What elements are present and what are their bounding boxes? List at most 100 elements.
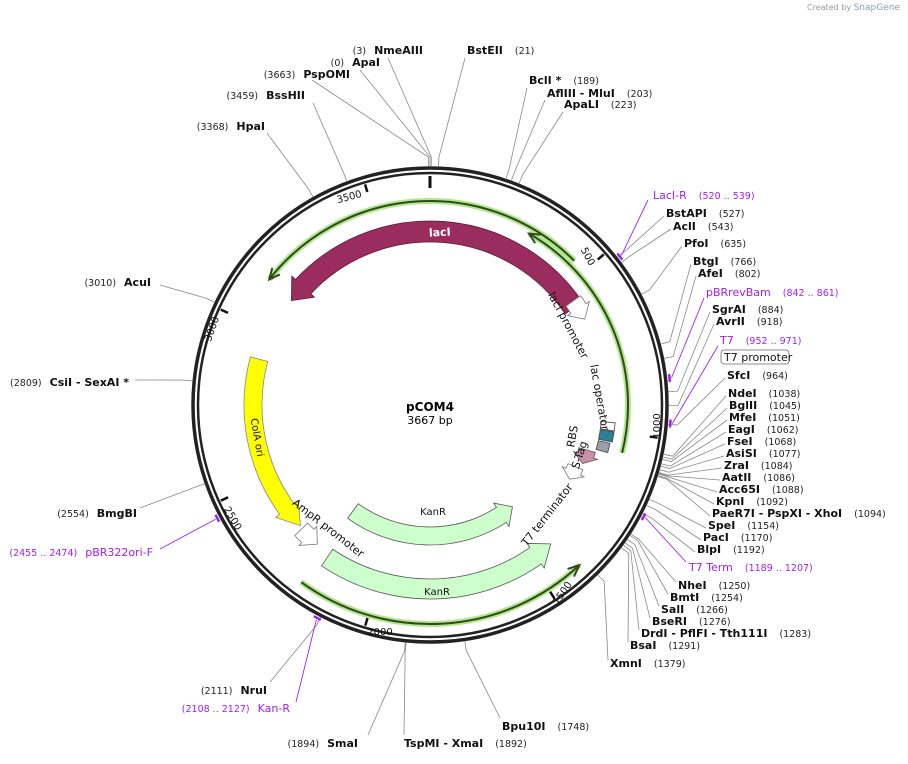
enzyme-label[interactable]: BmtI(1254)	[670, 591, 743, 604]
enzyme-label[interactable]: BglII(1045)	[729, 399, 801, 412]
primer[interactable]: T7 Term(1189 .. 1207)	[640, 512, 813, 574]
enzyme-label[interactable]: AclI(543)	[673, 220, 733, 233]
primer[interactable]: (2108 .. 2127)Kan-R	[182, 615, 322, 715]
enzyme-site[interactable]: PaeR7I - PspXI - XhoI(1094)	[712, 507, 886, 520]
enzyme-label[interactable]: FseI(1068)	[727, 435, 796, 448]
laci-promoter-arrow[interactable]	[565, 295, 590, 320]
t7-terminator-arrow[interactable]	[561, 463, 586, 480]
enzyme-site[interactable]: ZraI(1084)	[724, 459, 793, 472]
enzyme-site[interactable]: (3010)AcuI	[84, 276, 151, 289]
enzyme-label[interactable]: SalI(1266)	[661, 603, 728, 616]
orf-right[interactable]	[527, 230, 631, 454]
enzyme-label[interactable]: SgrAI(884)	[712, 303, 783, 316]
enzyme-site[interactable]: (3663)PspOMI	[264, 68, 350, 81]
enzyme-site[interactable]: BsaI(1291)	[630, 639, 700, 652]
enzyme-site[interactable]: AvrII(918)	[716, 315, 782, 328]
enzyme-label[interactable]: (3663)PspOMI	[264, 68, 350, 81]
enzyme-site[interactable]: (2111)NruI	[201, 684, 267, 697]
enzyme-label[interactable]: (3010)AcuI	[84, 276, 151, 289]
enzyme-site[interactable]: AfeI(802)	[698, 267, 760, 280]
enzyme-site[interactable]: AatII(1086)	[722, 471, 795, 484]
enzyme-site[interactable]: EagI(1062)	[728, 423, 799, 436]
primer[interactable]: pBRrevBam(842 .. 861)	[667, 286, 839, 383]
primer[interactable]: T7(952 .. 971)	[668, 334, 802, 428]
enzyme-label[interactable]: AvrII(918)	[716, 315, 782, 328]
enzyme-site[interactable]: BglII(1045)	[729, 399, 801, 412]
enzyme-site[interactable]: (3368)HpaI	[197, 120, 265, 133]
enzyme-label[interactable]: PaeR7I - PspXI - XhoI(1094)	[712, 507, 886, 520]
enzyme-site[interactable]: NheI(1250)	[678, 579, 750, 592]
enzyme-label[interactable]: BlpI(1192)	[697, 543, 765, 556]
enzyme-site[interactable]: (2809)CsiI - SexAI *	[10, 376, 129, 389]
primer-label[interactable]: (2108 .. 2127)Kan-R	[182, 702, 291, 715]
enzyme-site[interactable]: (0)ApaI	[331, 56, 380, 69]
boxed-feature-label[interactable]: T7 promoter	[720, 349, 793, 365]
rbs-box[interactable]	[595, 440, 611, 454]
orf-top[interactable]	[266, 198, 577, 282]
primer-label[interactable]: T7 Term(1189 .. 1207)	[688, 561, 813, 574]
enzyme-label[interactable]: ZraI(1084)	[724, 459, 793, 472]
enzyme-site[interactable]: PacI(1170)	[703, 531, 772, 544]
enzyme-site[interactable]: AclI(543)	[673, 220, 733, 233]
enzyme-label[interactable]: (2554)BmgBI	[57, 507, 137, 520]
enzyme-site[interactable]: (1894)SmaI	[288, 737, 359, 750]
enzyme-label[interactable]: AfeI(802)	[698, 267, 760, 280]
enzyme-label[interactable]: (2111)NruI	[201, 684, 267, 697]
s-tag-arrow[interactable]	[572, 447, 599, 465]
enzyme-label[interactable]: AatII(1086)	[722, 471, 795, 484]
enzyme-label[interactable]: XmnI(1379)	[610, 657, 685, 670]
enzyme-site[interactable]: MfeI(1051)	[729, 411, 800, 424]
lac-operator-box[interactable]	[599, 421, 616, 432]
enzyme-label[interactable]: KpnI(1092)	[716, 495, 788, 508]
enzyme-site[interactable]: ApaLI(223)	[564, 98, 636, 111]
enzyme-site[interactable]: SfcI(964)	[727, 369, 788, 382]
enzyme-site[interactable]: Bpu10I(1748)	[502, 720, 589, 733]
enzyme-site[interactable]: SalI(1266)	[661, 603, 728, 616]
enzyme-site[interactable]: SpeI(1154)	[708, 519, 779, 532]
enzyme-label[interactable]: (3368)HpaI	[197, 120, 265, 133]
enzyme-site[interactable]: AflIII - MluI(203)	[547, 87, 652, 100]
enzyme-site[interactable]: KpnI(1092)	[716, 495, 788, 508]
enzyme-site[interactable]: DrdI - PflFI - Tth111I(1283)	[641, 627, 811, 640]
enzyme-site[interactable]: BclI *(189)	[529, 74, 599, 87]
ampr-promoter-arrow[interactable]	[294, 522, 318, 546]
primer[interactable]: (2455 .. 2474)pBR322ori-F	[9, 514, 221, 559]
enzyme-label[interactable]: (2809)CsiI - SexAI *	[10, 376, 129, 389]
enzyme-site[interactable]: BmtI(1254)	[670, 591, 743, 604]
enzyme-label[interactable]: EagI(1062)	[728, 423, 799, 436]
enzyme-site[interactable]: BlpI(1192)	[697, 543, 765, 556]
enzyme-label[interactable]: Acc65I(1088)	[719, 483, 804, 496]
enzyme-label[interactable]: (1894)SmaI	[288, 737, 359, 750]
enzyme-label[interactable]: BclI *(189)	[529, 74, 599, 87]
enzyme-label[interactable]: BseRI(1276)	[652, 615, 731, 628]
cola-ori-arrow[interactable]	[243, 356, 302, 527]
enzyme-label[interactable]: BsaI(1291)	[630, 639, 700, 652]
enzyme-site[interactable]: (3459)BssHII	[227, 89, 305, 102]
enzyme-site[interactable]: NdeI(1038)	[728, 387, 800, 400]
enzyme-label[interactable]: NheI(1250)	[678, 579, 750, 592]
kanr-arrow-outer[interactable]	[320, 543, 552, 600]
enzyme-site[interactable]: SgrAI(884)	[712, 303, 783, 316]
enzyme-site[interactable]: BstEII(21)	[467, 44, 534, 57]
enzyme-label[interactable]: BstEII(21)	[467, 44, 534, 57]
enzyme-site[interactable]: FseI(1068)	[727, 435, 796, 448]
enzyme-label[interactable]: AflIII - MluI(203)	[547, 87, 652, 100]
enzyme-site[interactable]: XmnI(1379)	[610, 657, 685, 670]
teal-feature-box[interactable]	[598, 429, 615, 443]
kanr-arrow-inner[interactable]	[347, 502, 513, 546]
enzyme-label[interactable]: Bpu10I(1748)	[502, 720, 589, 733]
enzyme-label[interactable]: BtgI(766)	[693, 255, 756, 268]
orf-bottom[interactable]	[299, 562, 582, 627]
enzyme-label[interactable]: SfcI(964)	[727, 369, 788, 382]
enzyme-label[interactable]: (3)NmeAIII	[353, 44, 423, 57]
enzyme-label[interactable]: AsiSI(1077)	[726, 447, 800, 460]
enzyme-label[interactable]: TspMI - XmaI(1892)	[404, 737, 527, 750]
enzyme-label[interactable]: (3459)BssHII	[227, 89, 305, 102]
primer-label[interactable]: T7(952 .. 971)	[719, 334, 801, 347]
enzyme-label[interactable]: DrdI - PflFI - Tth111I(1283)	[641, 627, 811, 640]
enzyme-site[interactable]: BtgI(766)	[693, 255, 756, 268]
enzyme-label[interactable]: PfoI(635)	[684, 237, 746, 250]
lacI-arrow[interactable]	[291, 220, 584, 315]
enzyme-label[interactable]: SpeI(1154)	[708, 519, 779, 532]
enzyme-site[interactable]: BstAPI(527)	[666, 207, 744, 220]
